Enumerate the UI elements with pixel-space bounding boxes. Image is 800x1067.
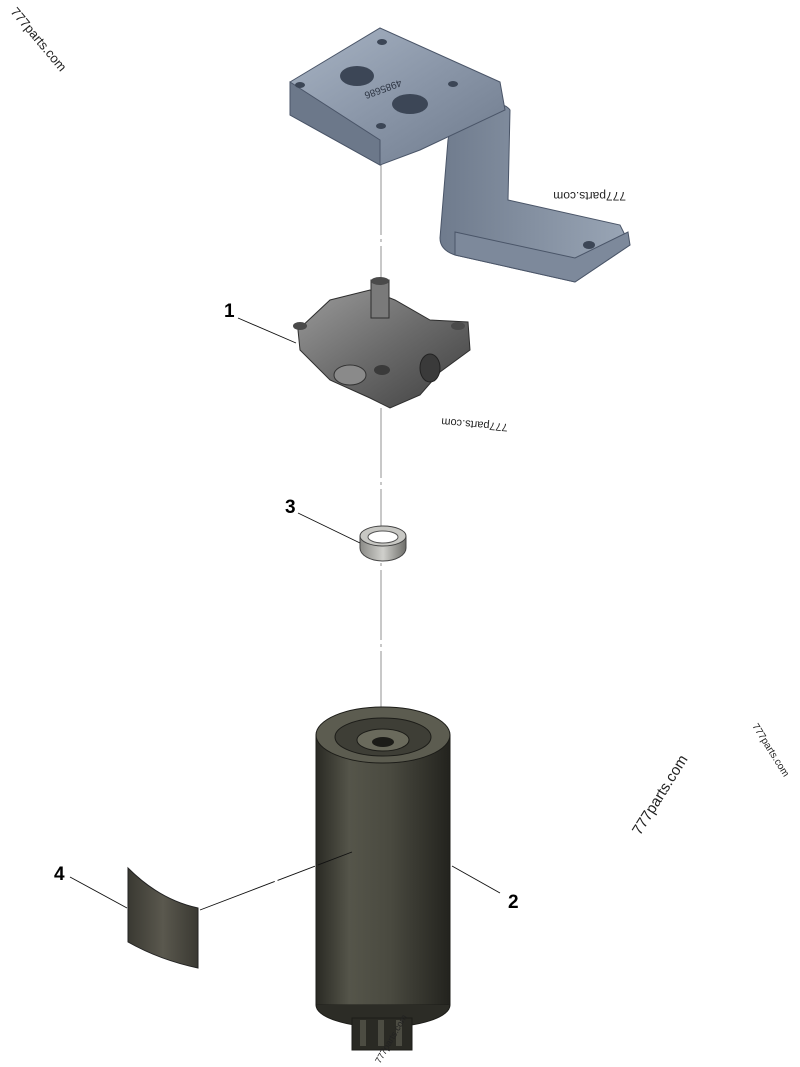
callout-4: 4: [54, 864, 65, 885]
label-sheet: [127, 866, 199, 969]
watermark-right-small: 777parts.com: [749, 722, 790, 779]
leader-line-4-to-filter: [199, 851, 353, 911]
watermark-housing: 777parts.com: [441, 415, 508, 433]
seal-ring: [359, 525, 407, 562]
callout-1: 1: [224, 301, 235, 322]
mounting-bracket: 4985686: [289, 27, 631, 283]
leader-line-4: [69, 876, 128, 909]
leader-line-3: [297, 512, 361, 544]
callout-2: 2: [508, 892, 519, 913]
filter-head-housing: [293, 277, 471, 409]
filter-cartridge: [315, 706, 451, 1051]
watermark-top-left: 777parts.com: [8, 4, 70, 74]
watermark-right-diagonal: 777parts.com: [629, 752, 692, 838]
watermark-bracket: 777parts.com: [553, 189, 626, 203]
leader-line-1: [237, 317, 297, 344]
callout-3: 3: [285, 497, 296, 518]
leader-line-2: [451, 865, 501, 894]
